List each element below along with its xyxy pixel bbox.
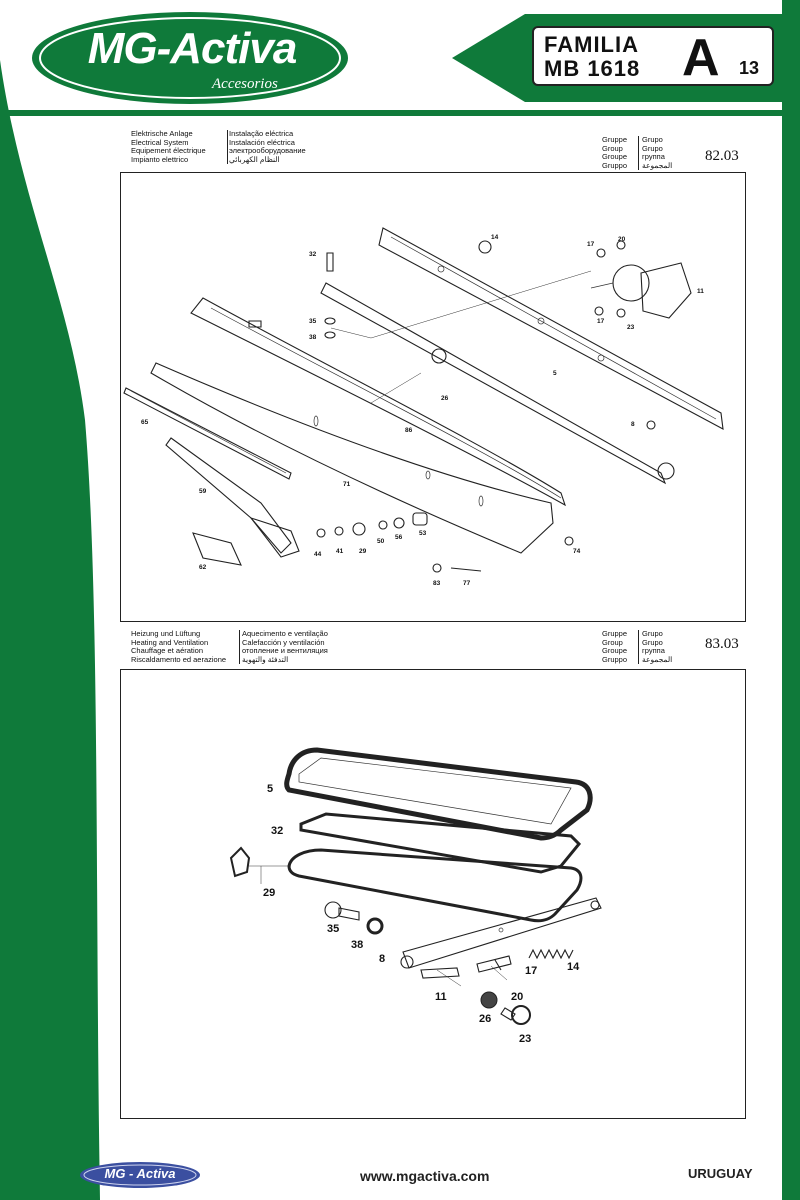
section1-group-number: 82.03 [705, 148, 739, 164]
header-label: Equipement électrique [131, 146, 206, 155]
section1-header-mid: Instalação eléctrica Instalación eléctri… [229, 129, 359, 164]
group-label: группа [642, 152, 665, 161]
callout-23: 23 [627, 324, 635, 331]
header-label: Elektrische Anlage [131, 129, 193, 138]
group-label: المجموعة [642, 160, 673, 170]
callout-11: 11 [697, 288, 704, 295]
callout-23: 23 [519, 1033, 531, 1045]
callout-71: 71 [343, 481, 351, 488]
callout-38: 38 [309, 334, 317, 341]
family-model: MB 1618 [544, 56, 641, 81]
footer-website-link[interactable]: www.mgactiva.com [360, 1168, 490, 1184]
section1-group-labels: Gruppe Group Groupe Gruppo [602, 135, 639, 170]
callout-44: 44 [314, 551, 322, 558]
section2-header-left: Heizung und Lüftung Heating and Ventilat… [131, 629, 240, 664]
callout-5: 5 [267, 783, 273, 795]
callout-77: 77 [463, 580, 471, 587]
group-label: المجموعة [642, 654, 673, 664]
group-label: Gruppo [602, 160, 628, 170]
section1-group-translations: Grupo Grupo группа المجموعة [642, 135, 692, 170]
header-label: Heating and Ventilation [131, 637, 209, 647]
callout-56: 56 [395, 534, 403, 541]
group-label: Gruppo [602, 654, 628, 664]
header-label: Riscaldamento ed aerazione [131, 654, 227, 664]
group-label: Grupo [642, 629, 663, 638]
callout-59: 59 [199, 488, 207, 495]
group-label: Group [602, 143, 623, 153]
group-label: Groupe [602, 646, 628, 655]
callout-35: 35 [327, 923, 339, 935]
section2-group-labels: Gruppe Group Groupe Gruppo [602, 629, 639, 664]
callout-17: 17 [587, 241, 595, 248]
callout-86: 86 [405, 427, 413, 434]
group-label: группа [642, 646, 665, 655]
callout-65: 65 [141, 419, 149, 426]
callout-50: 50 [377, 538, 385, 545]
section2-header-mid: Aquecimento e ventilação Calefacción y v… [242, 629, 382, 664]
callout-14: 14 [567, 961, 580, 973]
callout-26: 26 [441, 395, 449, 402]
family-label: FAMILIA [544, 32, 639, 57]
section2-diagram-frame: 5 32 29 35 38 8 17 14 11 20 26 23 [120, 669, 746, 1119]
header-label: Impianto elettrico [131, 154, 189, 164]
callout-17: 17 [525, 965, 537, 977]
callout-11: 11 [435, 991, 447, 1003]
header-label: Instalação eléctrica [229, 129, 294, 138]
group-label: Groupe [602, 152, 628, 161]
group-label: Grupo [642, 135, 663, 144]
header-label: Heizung und Lüftung [131, 629, 201, 638]
callout-32: 32 [309, 251, 317, 258]
group-label: Grupo [642, 143, 663, 153]
header-label: Chauffage et aération [131, 646, 204, 655]
section1-diagram-frame: 14 20 17 11 32 35 38 17 23 5 26 8 86 65 … [120, 172, 746, 622]
brand-logo [32, 12, 348, 104]
page-number: 13 [739, 58, 760, 78]
callout-41: 41 [336, 548, 344, 555]
footer-country: URUGUAY [688, 1166, 753, 1181]
roof-hatch-diagram: 5 32 29 35 38 8 17 14 11 20 26 23 [229, 747, 602, 1045]
section2-group-translations: Grupo Grupo группа المجموعة [642, 629, 692, 664]
group-label: Group [602, 637, 623, 647]
callout-26: 26 [479, 1013, 491, 1025]
header-label: التدفئة والتهوية [242, 654, 289, 664]
group-label: Gruppe [602, 629, 628, 638]
group-label: Grupo [642, 637, 663, 647]
logo-text: MG-Activa [87, 24, 298, 73]
callout-5: 5 [553, 370, 557, 377]
callout-20: 20 [618, 236, 626, 243]
footer-logo-text: MG - Activa [104, 1166, 176, 1181]
callout-53: 53 [419, 530, 427, 537]
family-letter: A [682, 29, 720, 87]
callout-83: 83 [433, 580, 441, 587]
header-label: Instalación eléctrica [229, 137, 295, 147]
callout-8: 8 [631, 421, 635, 428]
callout-29: 29 [359, 548, 367, 555]
callout-35: 35 [309, 318, 317, 325]
callout-32: 32 [271, 825, 283, 837]
section1-header-left: Elektrische Anlage Electrical System Equ… [131, 129, 228, 164]
header-label: Aquecimento e ventilação [242, 629, 328, 638]
callout-20: 20 [511, 991, 523, 1003]
wiper-system-diagram: 14 20 17 11 32 35 38 17 23 5 26 8 86 65 … [123, 227, 724, 587]
callout-74: 74 [573, 548, 581, 555]
callout-29: 29 [263, 887, 275, 899]
callout-62: 62 [199, 564, 207, 571]
header-label: электрооборудование [229, 146, 306, 155]
callout-14: 14 [491, 234, 499, 241]
callout-8: 8 [379, 953, 385, 965]
group-label: Gruppe [602, 135, 628, 144]
header-label: Electrical System [131, 137, 189, 147]
header-label: Calefacción y ventilación [242, 637, 325, 647]
callout-17b: 17 [597, 318, 605, 325]
logo-subtitle: Accesorios [212, 76, 278, 92]
footer-logo-badge [80, 1162, 200, 1188]
header-label: отопление и вентиляция [242, 646, 328, 655]
section2-group-number: 83.03 [705, 636, 739, 652]
callout-38: 38 [351, 939, 363, 951]
family-badge: FAMILIA MB 1618 A 13 [532, 26, 774, 87]
header-label: النظام الكهربائي [229, 154, 280, 164]
